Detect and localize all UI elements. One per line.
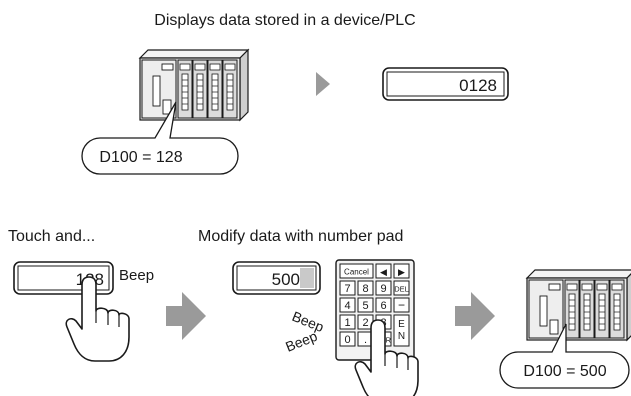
key-5: 5	[362, 300, 368, 312]
bubble-text-top: D100 = 128	[99, 149, 182, 166]
numeric-display-entry: 500	[232, 261, 321, 295]
top-caption: Displays data stored in a device/PLC	[154, 12, 415, 29]
bubble-text-bottom: D100 = 500	[523, 363, 606, 380]
register-bubble-top: D100 = 128	[81, 101, 239, 175]
key-2: 2	[362, 317, 368, 329]
plc-device-icon	[139, 49, 249, 121]
key-left: ◀	[380, 267, 387, 277]
block-arrow-icon	[166, 292, 206, 340]
key-minus: −	[398, 298, 405, 312]
key-cancel: Cancel	[344, 268, 369, 277]
key-enter-e: E	[398, 319, 405, 330]
block-arrow-icon-2	[455, 292, 495, 340]
touch-label: Touch and...	[8, 228, 95, 245]
numeric-display-touched: 128	[13, 261, 114, 295]
key-0: 0	[344, 334, 350, 346]
register-bubble-bottom: D100 = 500	[499, 323, 630, 389]
key-7: 7	[344, 283, 350, 295]
key-dot: .	[364, 334, 367, 346]
key-6: 6	[380, 300, 386, 312]
beep-text-b: Beep	[283, 328, 320, 355]
key-enter-n: N	[398, 331, 405, 342]
key-9: 9	[380, 283, 386, 295]
entry-value: 500	[272, 270, 300, 289]
modify-label: Modify data with number pad	[198, 228, 403, 245]
numeric-display-top: 0128	[382, 67, 509, 101]
beep-text: Beep	[119, 267, 154, 284]
number-pad-icon: Cancel ◀ ▶ 7 8 9 DEL 4 5 6 − 1 2 3 E N 0…	[335, 259, 415, 361]
key-8: 8	[362, 283, 368, 295]
display-value-top: 0128	[459, 76, 497, 95]
triangle-arrow-icon	[316, 72, 330, 96]
plc-device-icon-2	[526, 269, 631, 341]
key-1: 1	[344, 317, 350, 329]
key-del: DEL	[394, 285, 409, 294]
key-right: ▶	[398, 267, 405, 277]
key-4: 4	[344, 300, 350, 312]
